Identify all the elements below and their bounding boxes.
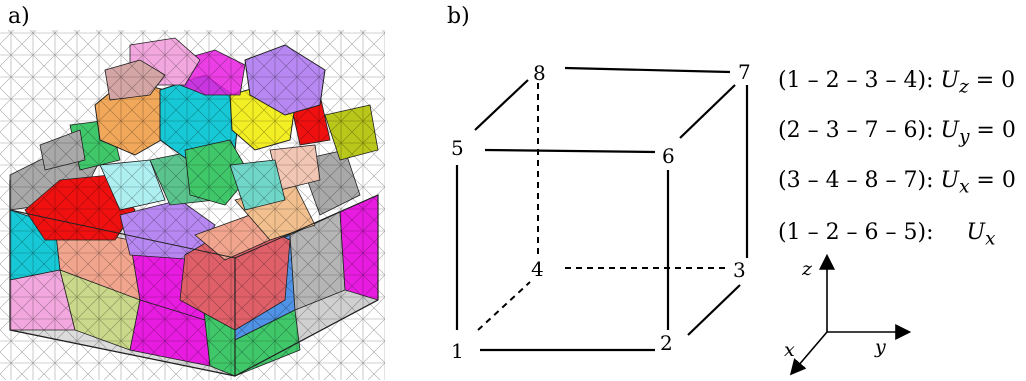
panel-label-b: b) bbox=[447, 4, 470, 29]
coordinate-axes: z y x bbox=[784, 253, 912, 376]
node-7: 7 bbox=[738, 60, 751, 84]
bc-var: U bbox=[940, 118, 960, 143]
cube-diagram: 1 2 3 4 5 6 7 8 bbox=[451, 60, 751, 363]
bc-var: U bbox=[940, 68, 960, 93]
bc-sub: z bbox=[959, 76, 969, 98]
edge-6-7 bbox=[679, 84, 736, 139]
node-3: 3 bbox=[733, 258, 746, 282]
bc-rhs: = 0 bbox=[969, 168, 1016, 193]
bc-face: (2 – 3 – 7 – 6): bbox=[778, 118, 934, 143]
bc-var: U bbox=[940, 168, 960, 193]
bc-sub: x bbox=[959, 176, 970, 198]
bc-rhs: = 0 bbox=[968, 68, 1016, 93]
bc-sub: x bbox=[985, 228, 996, 250]
node-5: 5 bbox=[451, 136, 464, 160]
node-1: 1 bbox=[451, 339, 464, 363]
node-6: 6 bbox=[662, 144, 675, 168]
bc-row-4: (1 – 2 – 6 – 5): Ux bbox=[778, 220, 995, 249]
bc-sub: y bbox=[959, 126, 970, 148]
panel-label-a: a) bbox=[8, 4, 30, 29]
node-8: 8 bbox=[533, 61, 546, 85]
edge-5-8 bbox=[474, 79, 529, 131]
node-2: 2 bbox=[660, 331, 673, 355]
bc-row-2: (2 – 3 – 7 – 6): Uy = 0 bbox=[778, 118, 1016, 147]
polycrystal-mesh-illustration bbox=[0, 30, 385, 380]
bc-var: U bbox=[966, 220, 986, 245]
edge-1-4 bbox=[477, 281, 531, 331]
x-axis-label: x bbox=[784, 339, 795, 361]
edge-2-3 bbox=[687, 284, 741, 336]
edge-7-8 bbox=[564, 66, 731, 74]
x-axis-arrow bbox=[789, 331, 828, 376]
edge-5-6 bbox=[484, 148, 656, 154]
bc-face: (1 – 2 – 3 – 4): bbox=[778, 68, 934, 93]
bc-face: (1 – 2 – 6 – 5): bbox=[778, 220, 934, 245]
bc-row-1: (1 – 2 – 3 – 4): Uz = 0 bbox=[778, 68, 1015, 97]
bc-row-3: (3 – 4 – 8 – 7): Ux = 0 bbox=[778, 168, 1016, 197]
node-4: 4 bbox=[531, 257, 544, 281]
y-axis-label: y bbox=[874, 336, 886, 358]
bc-rhs: = 0 bbox=[969, 118, 1016, 143]
z-axis-label: z bbox=[801, 258, 813, 280]
bc-face: (3 – 4 – 8 – 7): bbox=[778, 168, 934, 193]
